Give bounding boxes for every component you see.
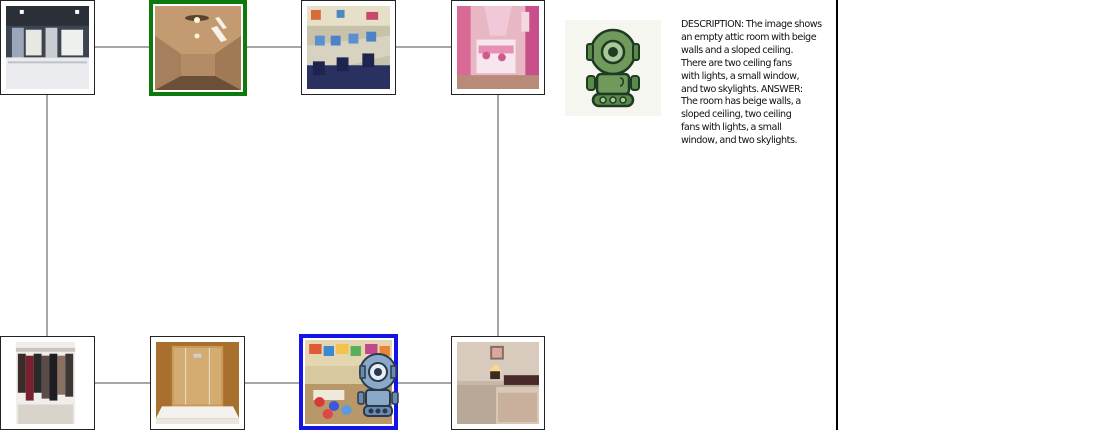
attic-room-image (155, 6, 241, 90)
graph-node-pink-bedroom[interactable] (451, 0, 545, 95)
pink-bedroom-image (457, 6, 539, 89)
shower-image (156, 342, 239, 424)
bot-avatar-card (565, 20, 661, 116)
graph-node-shower[interactable] (150, 336, 245, 430)
graph-node-kitchen[interactable] (0, 0, 95, 95)
closet-image (6, 342, 89, 424)
panel-divider (836, 0, 838, 430)
computer-lab-image (307, 6, 390, 89)
green-robot-icon (586, 28, 640, 108)
graph-node-closet[interactable] (0, 336, 95, 430)
hotel-bedroom-image (457, 342, 539, 424)
graph-node-computer-lab[interactable] (301, 0, 396, 95)
kitchen-image (6, 6, 89, 89)
graph-node-hotel-bedroom[interactable] (451, 336, 545, 430)
graph-node-attic-room[interactable] (149, 0, 247, 96)
robot-agent-icon (357, 353, 399, 417)
answer-text: DESCRIPTION: The image shows an empty at… (681, 19, 822, 147)
graph-edges (46, 46, 499, 384)
